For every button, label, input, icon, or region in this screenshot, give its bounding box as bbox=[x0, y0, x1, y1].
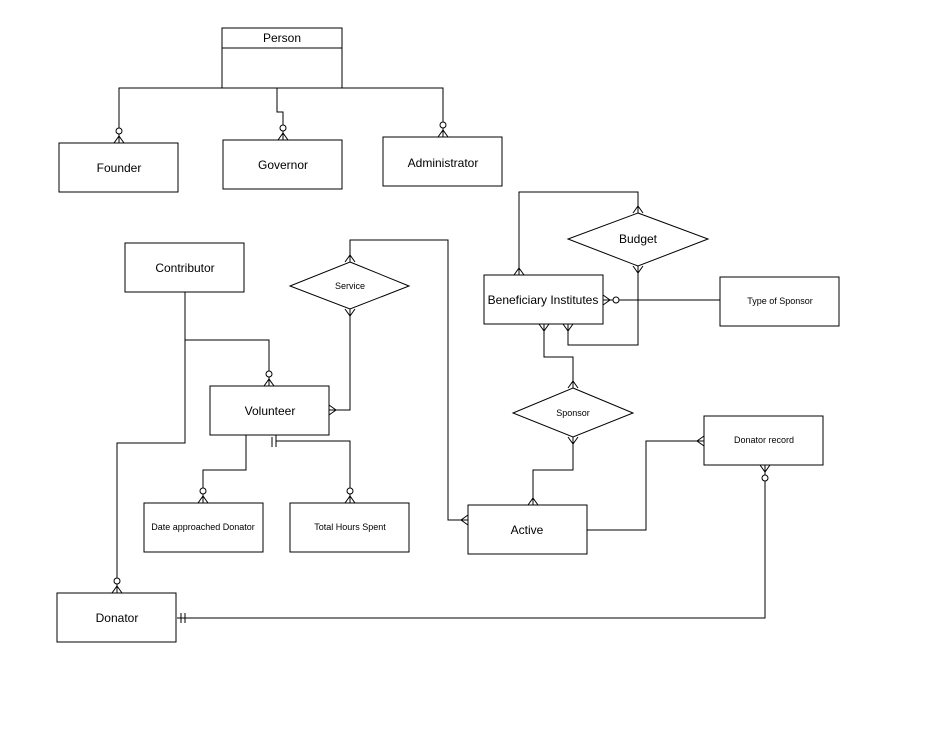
many-marker-beneficiary-bottom-left bbox=[538, 323, 550, 332]
zero-or-many-marker-beneficiary-type bbox=[602, 294, 620, 306]
entity-contributor[interactable]: Contributor bbox=[124, 242, 245, 293]
many-marker-service-bottom bbox=[344, 308, 356, 317]
many-marker-volunteer-service bbox=[328, 404, 337, 416]
entity-administrator-label: Administrator bbox=[408, 156, 479, 170]
zero-or-many-marker-administrator bbox=[437, 121, 449, 138]
connector-active-donator-record bbox=[587, 440, 704, 531]
cardinality-markers bbox=[111, 121, 771, 623]
entity-active-label: Active bbox=[511, 523, 544, 537]
zero-or-many-marker-total-hours bbox=[344, 487, 356, 504]
many-marker-sponsor-bottom bbox=[567, 436, 579, 445]
entity-date-approached-donator[interactable]: Date approached Donator bbox=[143, 502, 264, 553]
connector-person-founder bbox=[118, 87, 222, 143]
entity-donator[interactable]: Donator bbox=[56, 592, 177, 643]
many-marker-beneficiary-bottom-right bbox=[562, 323, 574, 332]
entity-governor[interactable]: Governor bbox=[222, 139, 343, 190]
entity-volunteer-label: Volunteer bbox=[245, 404, 296, 418]
many-marker-sponsor-top bbox=[567, 380, 579, 389]
entity-donator-record-label: Donator record bbox=[734, 435, 794, 445]
entity-person-label: Person bbox=[263, 31, 301, 45]
zero-or-many-marker-donator bbox=[111, 577, 123, 594]
connector-volunteer-service bbox=[329, 309, 351, 411]
connector-contributor-volunteer bbox=[185, 339, 270, 386]
connector-person-governor bbox=[276, 88, 284, 140]
one-only-marker-volunteer bbox=[271, 437, 277, 447]
connector-service-active bbox=[349, 239, 468, 521]
relationship-service[interactable]: Service bbox=[288, 261, 411, 310]
entity-founder[interactable]: Founder bbox=[58, 142, 179, 193]
one-only-marker-donator bbox=[180, 613, 186, 623]
entity-volunteer[interactable]: Volunteer bbox=[209, 385, 330, 436]
zero-or-many-marker-volunteer bbox=[263, 370, 275, 387]
entity-donator-record[interactable]: Donator record bbox=[703, 415, 824, 466]
relationship-budget[interactable]: Budget bbox=[566, 212, 710, 267]
connector-sponsor-active bbox=[532, 437, 574, 505]
many-marker-donator-record-left bbox=[696, 435, 705, 447]
entity-total-hours-spent[interactable]: Total Hours Spent bbox=[289, 502, 410, 553]
zero-or-many-marker-governor bbox=[277, 124, 289, 141]
entity-total-hours-spent-label: Total Hours Spent bbox=[314, 522, 386, 532]
entity-donator-label: Donator bbox=[96, 611, 139, 625]
connector-volunteer-date-approached bbox=[202, 435, 247, 503]
connector-contributor-donator bbox=[116, 292, 186, 593]
many-marker-budget-top bbox=[632, 205, 644, 214]
entity-contributor-label: Contributor bbox=[155, 261, 214, 275]
relationship-sponsor-label: Sponsor bbox=[556, 408, 590, 418]
entity-beneficiary-institutes-label: Beneficiary Institutes bbox=[488, 293, 599, 307]
connector-donator-donator-record bbox=[177, 465, 766, 619]
connector-beneficiary-sponsor bbox=[543, 324, 574, 388]
entity-founder-label: Founder bbox=[97, 161, 142, 175]
entity-date-approached-donator-label: Date approached Donator bbox=[151, 522, 255, 532]
entity-type-of-sponsor[interactable]: Type of Sponsor bbox=[719, 276, 840, 327]
many-marker-beneficiary-top bbox=[513, 267, 525, 276]
entity-beneficiary-institutes[interactable]: Beneficiary Institutes bbox=[483, 274, 604, 325]
relationship-sponsor[interactable]: Sponsor bbox=[511, 387, 635, 438]
connector-person-administrator bbox=[342, 87, 444, 137]
many-marker-active-left bbox=[460, 514, 469, 526]
zero-or-many-marker-founder bbox=[113, 127, 125, 144]
entity-administrator[interactable]: Administrator bbox=[382, 136, 503, 187]
many-marker-active-top bbox=[527, 497, 539, 506]
connector-beneficiary-budget-bottom bbox=[567, 266, 639, 346]
relationship-budget-label: Budget bbox=[619, 232, 658, 246]
entity-active[interactable]: Active bbox=[467, 504, 588, 555]
entity-person[interactable]: Person bbox=[221, 27, 343, 89]
relationship-service-label: Service bbox=[335, 281, 365, 291]
many-marker-service-top bbox=[344, 254, 356, 263]
connector-beneficiary-budget-top bbox=[518, 191, 639, 275]
entity-type-of-sponsor-label: Type of Sponsor bbox=[747, 296, 813, 306]
zero-or-many-marker-date-approached bbox=[197, 487, 209, 504]
entity-governor-label: Governor bbox=[258, 158, 308, 172]
many-marker-budget-bottom bbox=[632, 265, 644, 274]
zero-or-many-marker-donator-record bbox=[759, 464, 771, 482]
connector-volunteer-total-hours bbox=[275, 435, 351, 503]
